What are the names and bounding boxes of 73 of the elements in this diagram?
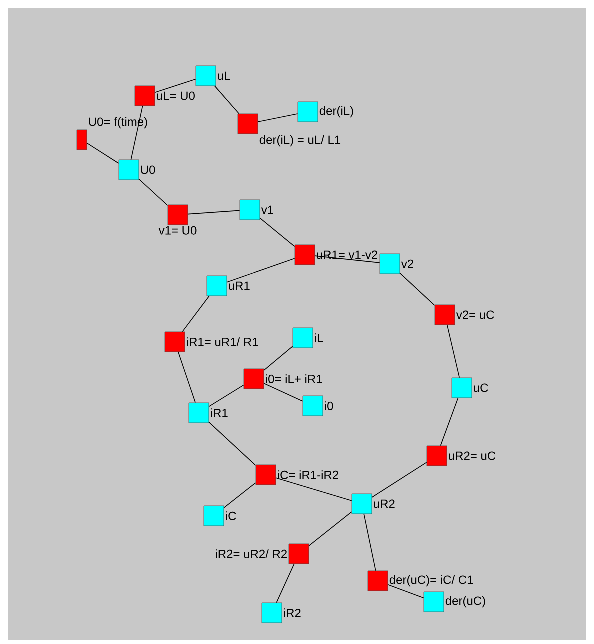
node-label: U0 [141, 166, 156, 174]
node-label: uL= U0 [157, 92, 195, 100]
variable-box: iC [204, 506, 236, 526]
connector-line [226, 258, 296, 283]
variable-box: v2 [380, 254, 414, 274]
connector-line [138, 178, 168, 206]
connector-line [208, 384, 244, 408]
variable-box: der(iL) [298, 102, 354, 122]
connector-line [388, 584, 424, 599]
connector-line [264, 346, 294, 371]
node-label: der(iL) [320, 106, 354, 118]
node-label: iR1= uR1/ R1 [187, 338, 258, 346]
node-label: der(uC) [446, 596, 486, 608]
node-label: uR2= uC [449, 452, 496, 460]
connector-line [260, 218, 296, 248]
variable-box: v1 [240, 200, 274, 220]
connector-line [154, 78, 196, 94]
variable-box: i0 [302, 396, 334, 416]
connector-line [208, 422, 256, 466]
node-label: i0 [325, 402, 334, 410]
variable-box: U0 [118, 160, 156, 180]
connector-line [364, 514, 376, 572]
node-label: v1 [261, 206, 274, 214]
equation-box: iC= iR1-iR2 [256, 464, 338, 486]
equation-box: iR2= uR2/ R2 [216, 544, 310, 564]
equation-box: uR2= uC [426, 446, 496, 466]
connector-line [188, 210, 240, 215]
connector-line [372, 462, 428, 498]
equation-box: der(uC)= iC/ C1 [368, 570, 474, 592]
equation-box: v2= uC [434, 304, 494, 326]
node-label: der(iL) = uL/ L1 [260, 135, 341, 147]
node-label: v2= uC [456, 310, 494, 320]
node-label: i0= iL+ iR1 [266, 374, 322, 384]
connector-line [224, 482, 256, 508]
connector-line [440, 398, 459, 446]
connector-line [446, 324, 460, 378]
node-label: iC [226, 512, 236, 520]
node-label: v1= U0 [158, 226, 197, 235]
node-label: iL [315, 334, 324, 342]
variable-box: iR2 [262, 602, 301, 624]
connector-line [400, 273, 436, 306]
variable-box: uR2 [352, 494, 395, 514]
equation-box: i0= iL+ iR1 [244, 368, 322, 390]
node-label: v2 [401, 260, 414, 268]
variable-box: uC [452, 378, 488, 398]
connector-line [264, 383, 304, 402]
connector-line [276, 478, 352, 502]
node-label: uC [474, 384, 488, 392]
connector-line [182, 296, 210, 332]
connector-line [178, 352, 196, 404]
equation-box: iR1= uR1/ R1 [164, 332, 258, 352]
connector-line [214, 86, 240, 114]
connector-line [314, 256, 380, 264]
variable-box: iL [292, 328, 324, 348]
connector-line [86, 142, 120, 164]
connector-line [276, 564, 295, 604]
connector-line [258, 114, 298, 122]
node-label: uL [218, 72, 230, 80]
node-label: iC= iR1-iR2 [278, 470, 338, 480]
node-label: iR2 [284, 608, 301, 618]
node-label: uR2 [374, 500, 395, 508]
node-label: uR1 [229, 282, 250, 290]
node-label: iR1 [211, 408, 228, 418]
equation-box: v1= U0 [158, 204, 197, 235]
variable-box: der(uC) [424, 592, 486, 612]
equation-box: uL= U0 [134, 86, 195, 106]
node-label: iR2= uR2/ R2 [216, 550, 287, 558]
connector-line [308, 512, 352, 546]
variable-box: uL [196, 66, 230, 86]
variable-box: uR1 [206, 276, 250, 296]
connector-line [130, 106, 144, 160]
variable-box: iR1 [188, 402, 228, 424]
node-label: der(uC)= iC/ C1 [390, 575, 474, 587]
